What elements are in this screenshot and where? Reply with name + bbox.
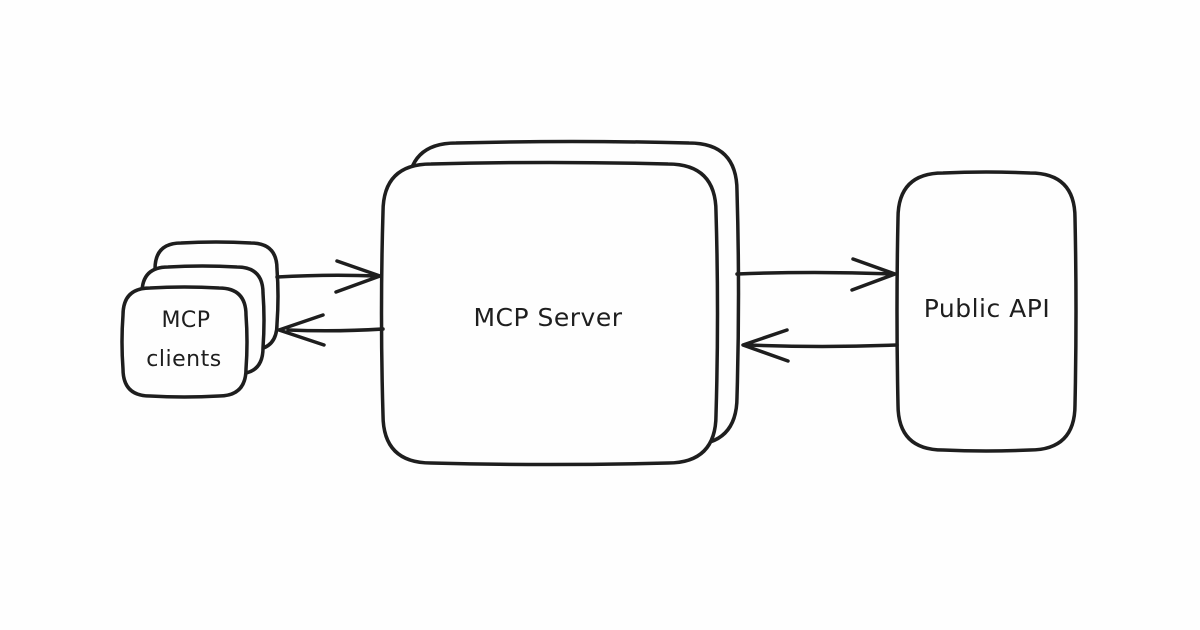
arrow-api-to-server-line (746, 343, 899, 349)
arrow-api-to-server (741, 328, 899, 363)
arrow-server-to-api (735, 257, 897, 292)
mcp-server-label: MCP Server (473, 303, 622, 332)
public-api-box (895, 170, 1078, 453)
mcp-clients-label-line2: clients (146, 347, 221, 372)
arrow-left-head-icon (277, 313, 326, 347)
diagram-labels: MCP clients MCP Server Public API (146, 294, 1050, 372)
mcp-clients-label-line1: MCP (161, 308, 210, 333)
arrow-clients-to-server (275, 259, 382, 294)
node-public-api (895, 170, 1078, 453)
arrow-server-to-api-line (735, 270, 895, 276)
mcp-server-box-front (379, 160, 720, 467)
mcp-clients-box-front (120, 285, 249, 399)
arrow-server-to-clients-line (286, 327, 385, 333)
node-mcp-clients (120, 240, 280, 399)
diagram-shapes (120, 139, 1078, 467)
node-mcp-server (379, 139, 741, 467)
public-api-label: Public API (924, 294, 1050, 323)
arrow-right-head-icon (850, 257, 897, 292)
arrow-server-to-clients (277, 313, 385, 347)
diagram-arrows (275, 257, 899, 363)
arrow-clients-to-server-line (275, 273, 380, 279)
arrow-left-head-icon (741, 328, 790, 363)
arrow-right-head-icon (334, 259, 382, 294)
